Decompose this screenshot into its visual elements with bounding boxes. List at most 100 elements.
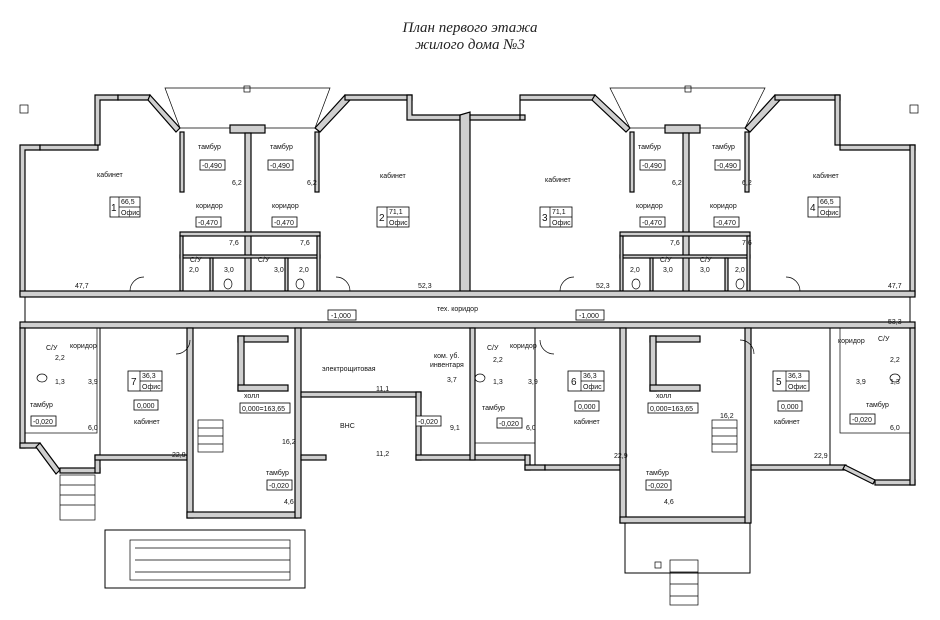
svg-text:6,0: 6,0 [88,425,98,432]
svg-text:3,9: 3,9 [88,379,98,386]
svg-text:7,6: 7,6 [229,240,239,247]
svg-text:53,3: 53,3 [888,319,902,326]
svg-text:кабинет: кабинет [774,418,801,426]
svg-text:холл: холл [244,393,259,400]
svg-text:-1,000: -1,000 [579,313,599,320]
room-label-su-4: С/У [700,257,712,264]
holl-right: холл 0,000=163,65 16,2 тамбур -0,020 4,6 [645,393,734,506]
room-label-koridor-1: коридор [196,203,223,210]
svg-text:1: 1 [111,203,117,214]
svg-text:36,3: 36,3 [583,373,597,380]
svg-text:2,0: 2,0 [735,267,745,274]
svg-text:6,0: 6,0 [526,425,536,432]
office-tag-6: 6 36,3 Офис [567,370,605,392]
lower-labels: С/У коридор тамбур 2,2 1,3 3,9 6,0 -0,02… [30,343,186,459]
svg-text:-0,490: -0,490 [202,163,222,170]
svg-text:ВНС: ВНС [340,423,355,430]
svg-text:кабинет: кабинет [574,418,601,426]
svg-text:-0,020: -0,020 [499,421,519,428]
inner-walls-upper [179,124,751,296]
svg-text:2,0: 2,0 [189,267,199,274]
svg-text:-0,470: -0,470 [274,220,294,227]
svg-text:С/У: С/У [46,345,58,352]
svg-text:7,6: 7,6 [670,240,680,247]
office-tag-1: 1 66,5 Офис [109,196,141,218]
svg-text:3,0: 3,0 [700,267,710,274]
svg-text:66,5: 66,5 [820,199,834,206]
svg-text:3: 3 [542,213,548,224]
room-label-tambur-1: тамбур [198,143,221,151]
marker-icons [19,85,919,569]
svg-text:6,2: 6,2 [307,180,317,187]
svg-text:16,2: 16,2 [282,439,296,446]
svg-text:-0,490: -0,490 [717,163,737,170]
room-label-koridor-3: коридор [636,203,663,210]
svg-text:6,2: 6,2 [672,180,682,187]
svg-text:0,000: 0,000 [578,404,596,411]
svg-text:-1,000: -1,000 [331,313,351,320]
entrance-right [624,522,751,606]
plan-title-line2: жилого дома №3 [415,37,525,53]
level-mark: -0,490 -0,490 -0,490 -0,490 -0,470 -0,47… [195,159,741,321]
svg-text:С/У: С/У [487,345,499,352]
svg-text:С/У: С/У [878,336,890,343]
svg-text:2: 2 [379,213,385,224]
svg-text:0,000=163,65: 0,000=163,65 [650,406,693,413]
svg-text:тамбур: тамбур [866,401,889,409]
svg-text:3,9: 3,9 [856,379,866,386]
svg-text:71,1: 71,1 [552,209,566,216]
svg-text:тамбур: тамбур [646,469,669,477]
svg-text:0,000: 0,000 [137,403,155,410]
svg-text:Офис: Офис [820,210,839,217]
svg-text:2,0: 2,0 [299,267,309,274]
svg-text:11,1: 11,1 [376,386,389,393]
svg-text:электрощитовая: электрощитовая [322,366,376,373]
service-rooms: электрощитовая 11,1 ВНС 11,2 -0,020 9,1 … [322,352,464,458]
toilet-icon [36,278,901,383]
svg-text:22,9: 22,9 [614,453,628,460]
svg-text:Офис: Офис [788,384,807,391]
office-tag-7: 7 36,3 Офис [127,370,163,392]
svg-text:36,3: 36,3 [788,373,802,380]
svg-text:3,0: 3,0 [663,267,673,274]
svg-text:ком. уб.: ком. уб. [434,352,459,360]
svg-text:-0,020: -0,020 [33,419,53,426]
entrance-left [59,474,306,589]
svg-text:7: 7 [131,377,137,388]
svg-text:3,7: 3,7 [447,377,457,384]
room-label-kabinet-2: кабинет [380,172,407,180]
svg-text:2,2: 2,2 [55,355,65,362]
svg-text:тамбур: тамбур [266,469,289,477]
svg-text:22,9: 22,9 [172,452,186,459]
outer-walls [19,87,916,296]
svg-text:Офис: Офис [121,210,140,217]
svg-text:4,6: 4,6 [664,499,674,506]
room-label-koridor-2: коридор [272,203,299,210]
office-tag-4: 4 66,5 Офис [807,196,841,218]
door-swings [129,276,801,355]
svg-text:-0,020: -0,020 [269,483,289,490]
svg-text:тамбур: тамбур [30,401,53,409]
room-label-tambur-4: тамбур [712,143,735,151]
room-label-tech-corridor: тех. коридор [437,306,478,313]
lower-right-labels: коридор С/У 2,2 3,9 1,3 тамбур -0,020 6,… [774,336,900,460]
svg-text:холл: холл [656,393,671,400]
holl-stairs [197,419,738,453]
svg-text:22,9: 22,9 [814,453,828,460]
svg-text:кабинет: кабинет [134,418,161,426]
svg-text:66,5: 66,5 [121,199,135,206]
room-label-su-1: С/У [190,257,202,264]
svg-text:6: 6 [571,377,577,388]
svg-text:3,0: 3,0 [224,267,234,274]
svg-text:-0,470: -0,470 [642,220,662,227]
svg-text:-0,490: -0,490 [270,163,290,170]
svg-text:7,6: 7,6 [300,240,310,247]
svg-text:4,6: 4,6 [284,499,294,506]
svg-text:инвентаря: инвентаря [430,362,464,369]
svg-text:2,2: 2,2 [493,357,503,364]
svg-text:-0,020: -0,020 [648,483,668,490]
svg-text:16,2: 16,2 [720,413,734,420]
svg-text:6,0: 6,0 [890,425,900,432]
lower-middle-labels: С/У коридор 2,2 1,3 3,9 тамбур -0,020 6,… [482,343,628,460]
area-numbers-upper: 6,2 6,2 6,2 6,2 7,6 7,6 7,6 7,6 2,0 2,0 … [75,180,902,326]
